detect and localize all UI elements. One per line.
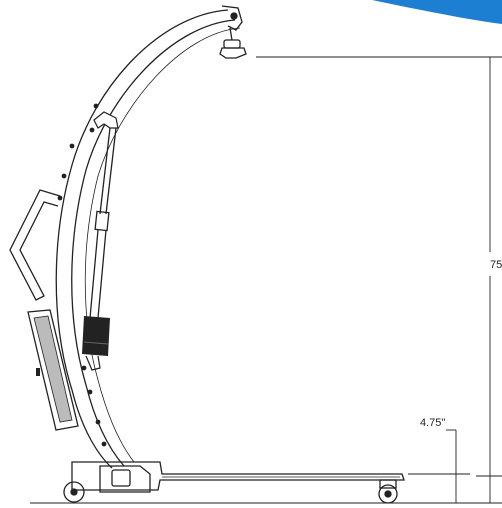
base-clearance-dimension xyxy=(408,429,470,503)
overall-height-label: 75 xyxy=(490,259,502,271)
base-leg xyxy=(71,461,405,493)
overall-height-dimension xyxy=(256,56,502,503)
caster-rear xyxy=(378,479,398,504)
base-clearance-label: 4.75" xyxy=(420,417,445,429)
actuator-motor xyxy=(82,316,110,371)
control-box xyxy=(27,309,79,431)
caster-front xyxy=(63,481,85,503)
lift-mast xyxy=(55,9,241,469)
boom-tip xyxy=(219,5,247,59)
push-handle xyxy=(9,189,61,301)
brand-accent-shape xyxy=(372,0,502,24)
actuator xyxy=(89,127,117,319)
mast-bolts xyxy=(57,103,107,447)
actuator-bracket xyxy=(93,111,119,129)
